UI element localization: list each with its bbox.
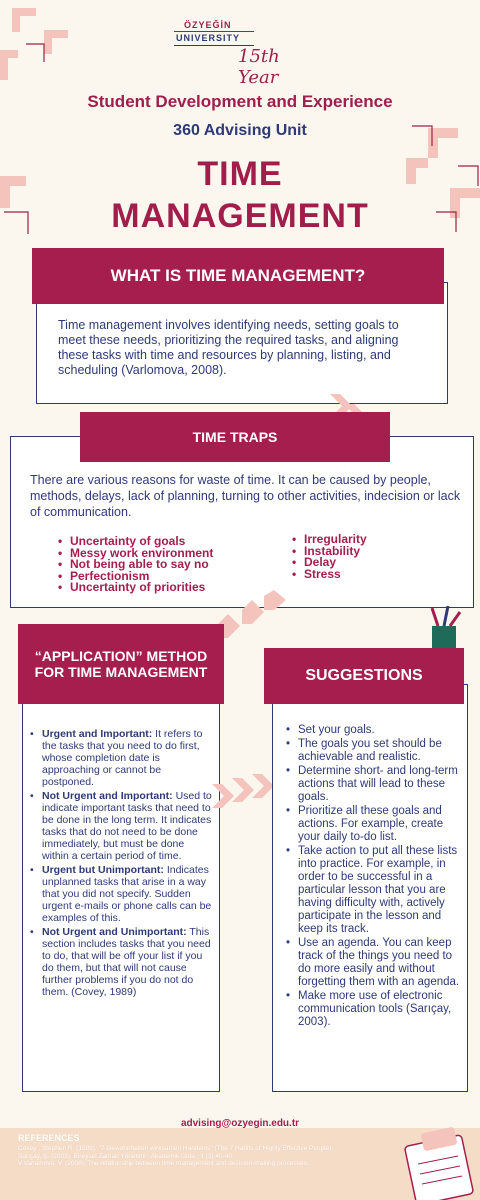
list-item: Uncertainty of priorities [58, 581, 213, 594]
arrow-chevrons-3 [212, 774, 274, 808]
item-title: Not Urgent and Unimportant: [42, 926, 187, 938]
item-title: Urgent but Unimportant: [42, 864, 164, 876]
list-item: Make more use of electronic communicatio… [286, 990, 462, 1029]
item-text: It refers to the tasks that you need to … [42, 728, 203, 788]
notebook-icon [404, 1127, 474, 1200]
list-item: Not Urgent and Unimportant: This section… [30, 926, 212, 998]
list-item: Delay [292, 556, 367, 569]
list-item: Messy work environment [58, 547, 213, 560]
item-text: This section includes tasks that you nee… [42, 926, 211, 998]
list-item: Irregularity [292, 533, 367, 546]
list-item: Prioritize all these goals and actions. … [286, 805, 462, 844]
list-item: Urgent and Important: It refers to the t… [30, 728, 212, 788]
main-title-line2: MANAGEMENT [111, 197, 369, 235]
suggestions-list: Set your goals. The goals you set should… [286, 724, 462, 1030]
time-traps-heading: TIME TRAPS [80, 412, 390, 462]
footer-background [0, 1128, 480, 1200]
item-title: Urgent and Important: [42, 728, 153, 740]
application-heading: “APPLICATION” METHOD FOR TIME MANAGEMENT [18, 624, 224, 704]
corner-chevrons-left [0, 176, 29, 234]
reference-item: Sarıçay, Ş. (2003). Bireysel Zaman Yönet… [18, 1152, 234, 1160]
logo-line1: ÖZYEĞİN [184, 20, 232, 30]
logo-year: 15th Year [238, 46, 280, 88]
logo-line2: UNIVERSITY [176, 33, 241, 43]
corner-chevrons-top-right [406, 125, 480, 232]
references-title: REFERENCES [18, 1133, 80, 1143]
arrow-chevrons-2 [218, 590, 286, 638]
header-title: Student Development and Experience [87, 92, 393, 111]
header-subtitle: 360 Advising Unit [173, 122, 307, 139]
list-item: Stress [292, 568, 367, 581]
list-item: Instability [292, 545, 367, 558]
application-list: Urgent and Important: It refers to the t… [30, 728, 212, 1000]
list-item: Determine short- and long-term actions t… [286, 765, 462, 804]
item-text: Indicates unplanned tasks that arise in … [42, 864, 212, 924]
list-item: Use an agenda. You can keep track of the… [286, 937, 462, 989]
contact-email[interactable]: advising@ozyegin.edu.tr [180, 1118, 300, 1129]
reference-item: V.Varlamova, V. (2008). The relationship… [18, 1160, 309, 1167]
list-item: Perfectionism [58, 570, 213, 583]
list-item: Urgent but Unimportant: Indicates unplan… [30, 864, 212, 924]
list-item: Not Urgent and Important: Used to indica… [30, 790, 212, 862]
list-item: The goals you set should be achievable a… [286, 738, 462, 764]
main-title-line1: TIME [197, 155, 283, 193]
time-traps-text: There are various reasons for waste of t… [30, 473, 461, 519]
suggestions-heading: SUGGESTIONS [264, 648, 464, 704]
pencil-cup-icon [430, 605, 462, 650]
university-logo: ÖZYEĞİN UNIVERSITY 15th Year [170, 16, 320, 88]
corner-chevrons-top-left [0, 8, 68, 80]
what-is-text: Time management involves identifying nee… [58, 318, 399, 377]
list-item: Set your goals. [286, 724, 462, 737]
item-title: Not Urgent and Important: [42, 790, 173, 802]
item-text: Used to indicate important tasks that ne… [42, 790, 212, 862]
list-item: Uncertainty of goals [58, 535, 213, 548]
time-traps-list-right: Irregularity Instability Delay Stress [292, 533, 367, 581]
what-is-heading: WHAT IS TIME MANAGEMENT? [32, 248, 444, 304]
list-item: Take action to put all these lists into … [286, 845, 462, 936]
reference-item: Covey , Stephen R. (1989). "7 Gewohnheit… [18, 1145, 334, 1152]
time-traps-list-left: Uncertainty of goals Messy work environm… [58, 535, 213, 594]
list-item: Not being able to say no [58, 558, 213, 571]
references-list: Covey , Stephen R. (1989). "7 Gewohnheit… [18, 1145, 348, 1168]
